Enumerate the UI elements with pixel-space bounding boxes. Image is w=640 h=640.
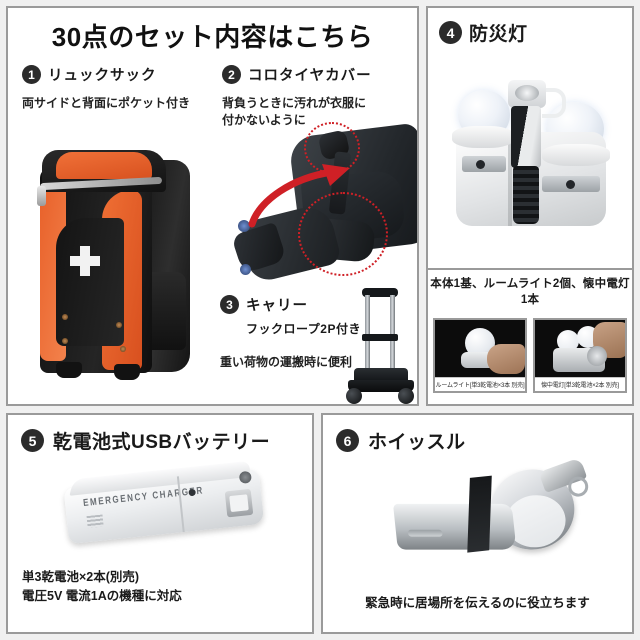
usb-battery-photo: EMERGENCY CHARGER [8,454,312,562]
lantern-illustration [450,76,614,236]
whistle-photo [323,454,632,584]
item-2-name: コロタイヤカバー [248,68,372,84]
backpack-zipper-pull [37,186,46,206]
backpack-stud [62,314,68,320]
panel-item-4: 4 防災灯 [426,6,634,406]
backpack-illustration [37,146,190,384]
room-light-caption: ルームライト[単3乾電池×3本 別売] [435,377,525,391]
backpack-front-pocket [56,218,124,346]
usb-port [224,488,254,518]
lantern-flashlight [508,80,566,226]
flashlight-detached [587,346,607,366]
backpack-wheel [114,364,140,380]
bottom-row: 5 乾電池式USBバッテリー EMERGENCY CHARGER 単3乾電池×2… [6,406,634,634]
flashlight-grip [513,166,539,224]
item-1-name: リュックサック [48,68,157,84]
backpack-stud [62,338,68,344]
tire-cover-photo [216,116,417,286]
room-light-photo [435,320,525,377]
item-6-caption: 緊急時に居場所を伝えるのに役立ちます [365,596,590,610]
annotation-red-arrow-icon [248,164,350,228]
flashlight-photo [535,320,625,377]
tire-cover-wheel-blue [238,220,250,232]
trolley-bar-left [365,295,370,371]
trolley-crossbar [362,334,398,341]
item-5-header: 5 乾電池式USBバッテリー [8,415,312,454]
whistle-mouthpiece [392,503,517,550]
backpack-stud [120,346,126,352]
lantern-rim-right [542,144,610,166]
backpack-stud [116,322,122,328]
trolley-wheel [398,388,414,404]
lantern-photo [428,46,632,268]
flashlight-caption: 懐中電灯[単3乾電池×2本 別売] [535,377,625,391]
item-2-header: 2 コロタイヤカバー [222,64,412,85]
trolley-wheel [346,388,362,404]
tire-cover-wheel-blue [240,264,251,275]
item-1-number-badge: 1 [22,65,41,84]
item-1-block: 1 リュックサック 両サイドと背面にポケット付き [22,64,212,112]
backpack-photo [22,136,207,398]
lantern-button-left [476,160,485,169]
top-row: 30点のセット内容はこちら 1 リュックサック 両サイドと背面にポケット付き 2… [6,6,634,406]
item-5-name: 乾電池式USBバッテリー [53,432,271,453]
item-3-description: 重い荷物の運搬時に便利 [220,355,353,369]
item-2-description-line2: 付かないように [222,113,306,128]
page-title: 30点のセット内容はこちら [51,22,374,52]
flashlight-midsection [511,106,541,168]
item-2-number-badge: 2 [222,65,241,84]
carry-trolley-photo [338,288,417,404]
subpanel-flashlight: 懐中電灯[単3乾電池×2本 別売] [533,318,627,393]
lantern-globe-left [557,330,579,352]
item-4-number-badge: 4 [439,21,462,44]
backpack-lid-orange [56,152,152,179]
item-4-header: 4 防災灯 [428,8,632,46]
whistle-illustration [390,456,590,579]
item-2-block: 2 コロタイヤカバー 背負うときに汚れが衣服に 付かないように [222,64,412,130]
backpack-wheel [56,362,82,378]
trolley-handle [362,288,398,297]
battery-led-indicators [86,514,104,529]
item-2-description-line1: 背負うときに汚れが衣服に [222,96,367,110]
item-6-name: ホイッスル [368,432,466,453]
item-3-header: 3 キャリー [220,294,380,315]
flashlight-hook [542,88,566,118]
subpanel-room-light: ルームライト[単3乾電池×3本 別売] [433,318,527,393]
panel-items-1-2-3: 30点のセット内容はこちら 1 リュックサック 両サイドと背面にポケット付き 2… [6,6,419,406]
item-1-header: 1 リュックサック [22,64,212,85]
lantern-button-right [566,180,575,189]
whistle-black-band [467,475,492,553]
usb-battery-illustration: EMERGENCY CHARGER [63,460,266,554]
panel-item-5: 5 乾電池式USBバッテリー EMERGENCY CHARGER 単3乾電池×2… [6,413,314,634]
item-3-name: キャリー [246,298,308,314]
trolley-footplate [348,380,414,392]
item-3-subtitle: フックロープ2P付き [246,322,361,336]
item-5-caption-line1: 単3乾電池×2本(別売) [22,570,140,584]
lantern-rim-left [452,126,514,148]
hand-holding-room-light [487,344,525,374]
item-1-description: 両サイドと背面にポケット付き [22,96,191,110]
item-3-number-badge: 3 [220,295,239,314]
item-4-subpanels: ルームライト[単3乾電池×3本 別売] 懐中電灯[単3乾電池×2本 別売] [428,312,632,398]
annotation-dotted-circle-bottom [298,192,388,276]
item-4-caption: 本体1基、ルームライト2個、懐中電灯1本 [428,268,632,312]
item-4-name: 防災灯 [469,24,528,45]
first-aid-cross-icon [70,246,100,276]
item-5-number-badge: 5 [21,429,44,452]
trolley-bar-right [390,295,395,371]
item-6-header: 6 ホイッスル [323,415,632,454]
panel-item-6: 6 ホイッスル 緊急時に居場所を伝えるのに役立ちます [321,413,634,634]
item-5-caption-line2: 電圧5V 電流1Aの機種に対応 [22,589,182,604]
item-3-block: 3 キャリー フックロープ2P付き 重い荷物の運搬時に便利 [220,294,380,371]
item-5-caption: 単3乾電池×2本(別売) 電圧5V 電流1Aの機種に対応 [8,562,312,607]
flashlight-head [508,80,546,108]
item-6-number-badge: 6 [336,429,359,452]
